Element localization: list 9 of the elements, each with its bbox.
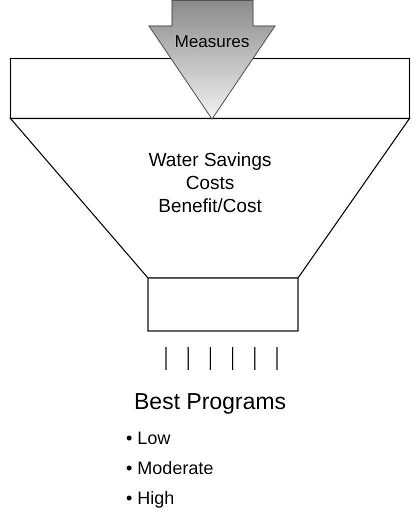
list-item: • Moderate xyxy=(126,457,214,480)
list-item: • High xyxy=(126,487,176,510)
funnel-text: Water Savings xyxy=(148,150,272,172)
list-item: • Low xyxy=(126,427,172,450)
funnel-text: Costs xyxy=(184,173,236,195)
heading-text: Best Programs xyxy=(132,388,288,415)
down-arrow-shape xyxy=(148,0,276,120)
funnel-text: Benefit/Cost xyxy=(157,196,263,218)
arrow-label: Measures xyxy=(174,32,250,52)
